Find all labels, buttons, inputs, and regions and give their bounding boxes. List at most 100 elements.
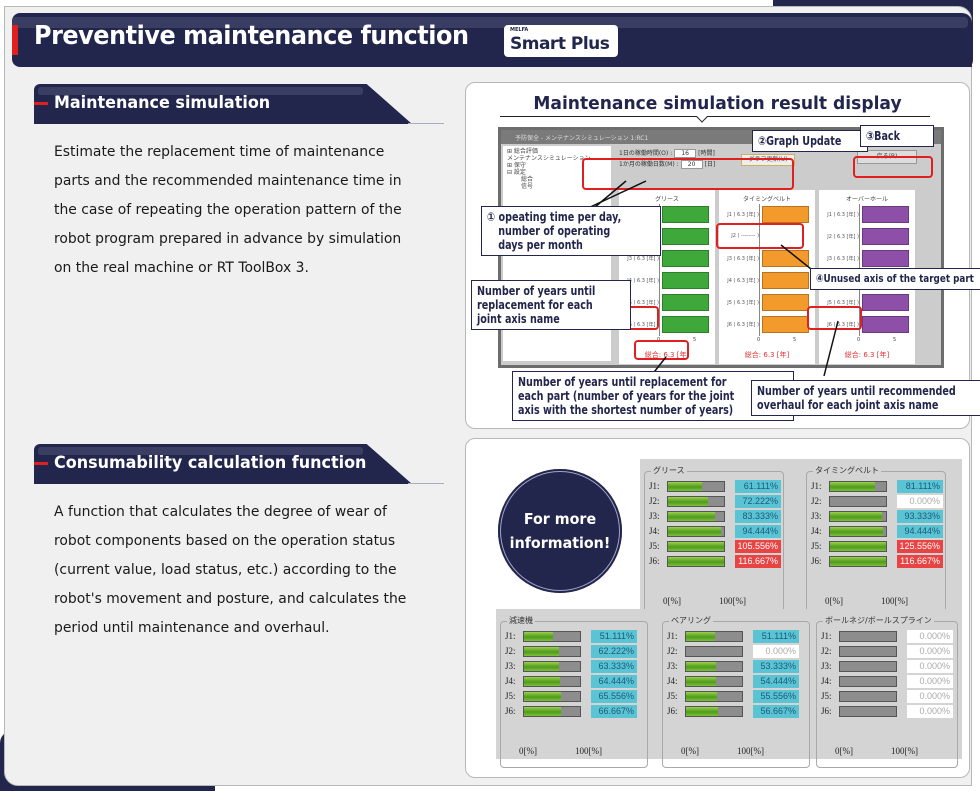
chart-row: J2 ( -------- ) (721, 228, 815, 245)
tree-item[interactable]: メンテナンスシミュレーション (507, 155, 591, 162)
title-bar: Preventive maintenance function MELFA Sm… (12, 13, 972, 67)
tree-item[interactable]: ⊟ 設定 (507, 169, 526, 176)
wear-progress-bar (667, 526, 725, 537)
wear-percent: 53.333% (753, 660, 799, 673)
joint-label: J3: (505, 661, 516, 671)
chart-total: 総合: 6.3 [年] (744, 351, 790, 359)
hours-input[interactable]: 16 (674, 149, 697, 158)
chart-row: J1 ( 6.3 [年] ) (821, 206, 915, 223)
tree-item[interactable]: ⊞ 総合評価 (507, 148, 538, 155)
wear-row: J3: 93.333% (811, 510, 943, 524)
joint-label: J5: (649, 541, 660, 551)
axis-max-label: 100[%] (719, 596, 746, 606)
years-bar (662, 272, 709, 289)
wear-percent: 93.333% (897, 510, 943, 523)
joint-years-label: J1 ( 6.3 [年] ) (827, 212, 859, 218)
wear-progress-bar (523, 691, 581, 702)
wear-progress-bar (839, 676, 897, 687)
wear-group-title: ベアリング (669, 615, 713, 626)
chart-total: 総合: 6.3 [年] (844, 351, 890, 359)
highlight-back-button (853, 156, 933, 178)
joint-label: J2: (667, 646, 678, 656)
joint-label: J5: (667, 691, 678, 701)
hours-unit: [時間] (698, 150, 715, 157)
joint-years-label: J6 ( 6.3 [年] ) (827, 322, 859, 328)
wear-row: J2:72.222% (649, 495, 781, 509)
joint-label: J4: (811, 526, 822, 536)
years-bar (662, 228, 709, 245)
wear-progress-bar (523, 661, 581, 672)
hours-label: 1日の稼働時間(O) : (619, 150, 673, 157)
chart-title: グリース (655, 196, 679, 203)
chart-row: J3 ( 6.3 [年] ) (821, 250, 915, 267)
heading-accent (34, 462, 48, 465)
wear-percent: 63.333% (591, 660, 637, 673)
chart-row: J6 ( 6.3 [年] ) (721, 316, 815, 333)
wear-group-title: 減速機 (507, 615, 535, 626)
chart-row: J5 ( 6.3 [年] ) (621, 294, 715, 311)
chart-row: J3 ( 6.3 [年] ) (621, 250, 715, 267)
joint-label: J3: (811, 511, 822, 521)
chart-title: オーバーホール (846, 196, 888, 203)
wear-progress-bar (829, 556, 887, 567)
joint-label: J5: (811, 541, 822, 551)
axis-min-label: 0[%] (835, 746, 853, 756)
wear-progress-bar (667, 511, 725, 522)
chart-row: J2 ( 6.3 [年] ) (821, 228, 915, 245)
axis-min-label: 0[%] (681, 746, 699, 756)
joint-label: J5: (821, 691, 832, 701)
section-heading-text: Consumability calculation function (54, 453, 367, 473)
wear-percent: 56.667% (753, 705, 799, 718)
wear-group-title: ボールネジ/ボールスプライン (823, 615, 934, 626)
joint-years-label: J2 ( 6.3 [年] ) (827, 234, 859, 240)
wear-row: J5:0.000% (821, 690, 953, 704)
joint-years-label: J5 ( 6.3 [年] ) (827, 300, 859, 306)
wear-percent: 64.444% (591, 675, 637, 688)
joint-label: J2: (821, 646, 832, 656)
years-bar (662, 250, 709, 267)
wear-percent: 66.667% (591, 705, 637, 718)
joint-label: J6: (667, 706, 678, 716)
chart-row: J3 ( 6.3 [年] ) (721, 250, 815, 267)
years-bar (862, 250, 909, 267)
joint-label: J6: (811, 556, 822, 566)
years-bar (762, 316, 809, 333)
chart-row: J6 ( 6.3 [年] ) (821, 316, 915, 333)
tree-item[interactable]: 信号 (521, 183, 534, 190)
wear-row: J4:94.444% (649, 525, 781, 539)
wear-percent: 51.111% (753, 630, 799, 643)
years-bar (662, 206, 709, 223)
wear-progress-bar (829, 541, 887, 552)
wear-percent: 0.000% (907, 660, 953, 673)
heading-rule (408, 123, 444, 124)
wear-row: J3:83.333% (649, 510, 781, 524)
joint-years-label: J6 ( 6.3 [年] ) (627, 322, 659, 328)
joint-label: J3: (667, 661, 678, 671)
wear-percent: 0.000% (753, 645, 799, 658)
tree-item[interactable]: 総合 (521, 176, 534, 183)
wear-percent: 0.000% (907, 675, 953, 688)
chart-row: J1 ( 6.3 [年] ) (721, 206, 815, 223)
wear-progress-bar (829, 526, 887, 537)
joint-years-label: J5 ( 6.3 [年] ) (627, 300, 659, 306)
wear-row: J6:0.000% (821, 705, 953, 719)
chart-row: J5 ( 6.3 [年] ) (821, 294, 915, 311)
days-input[interactable]: 20 (680, 160, 703, 169)
joint-label: J4: (649, 526, 660, 536)
joint-label: J1: (667, 631, 678, 641)
wear-row: J1:61.111% (649, 480, 781, 494)
tree-item[interactable]: ⊞ 保守 (507, 162, 526, 169)
wear-row: J3: 63.333% (505, 660, 637, 674)
wear-percent: 0.000% (907, 645, 953, 658)
wear-row: J4:64.444% (505, 675, 637, 689)
wear-progress-bar (523, 706, 581, 717)
wear-percent: 0.000% (907, 630, 953, 643)
years-bar (762, 272, 809, 289)
